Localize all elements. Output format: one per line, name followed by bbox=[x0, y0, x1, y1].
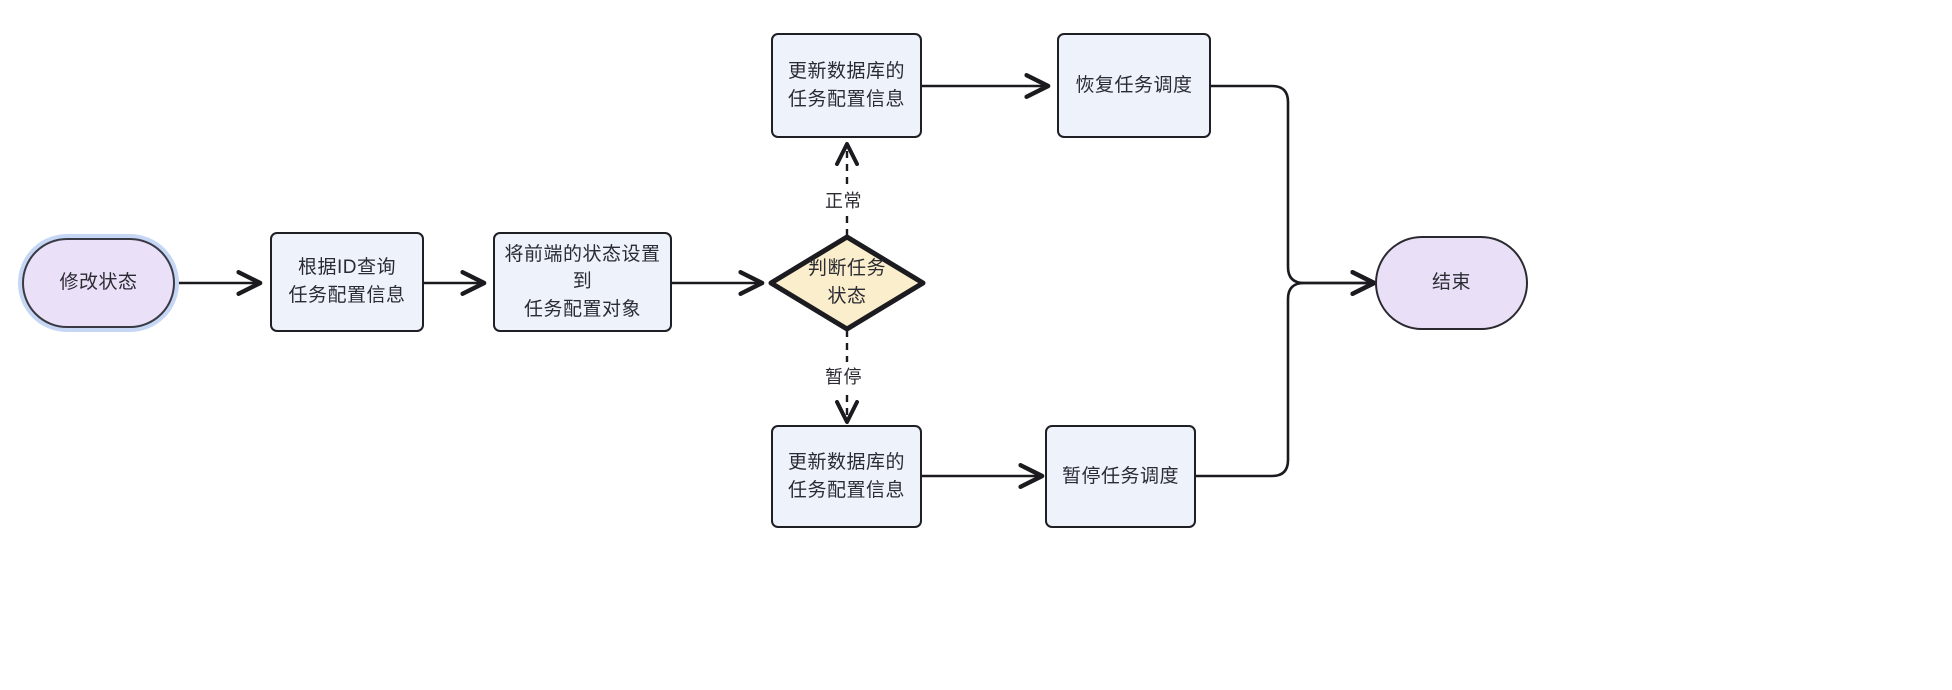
edge-label-normal-text: 正常 bbox=[825, 191, 862, 211]
node-pause-schedule[interactable]: 暂停任务调度 bbox=[1045, 425, 1196, 528]
node-start-label: 修改状态 bbox=[59, 272, 138, 294]
edge-label-normal: 正常 bbox=[820, 186, 867, 214]
node-query-task-config-label: 根据ID查询 任务配置信息 bbox=[288, 257, 406, 306]
node-start[interactable]: 修改状态 bbox=[22, 238, 175, 328]
node-update-db-top-label: 更新数据库的 任务配置信息 bbox=[787, 60, 905, 110]
node-decide-task-state-label: 判断任务 状态 bbox=[807, 258, 886, 307]
edge-pause-to-end bbox=[1196, 270, 1377, 478]
edge-label-pause-text: 暂停 bbox=[825, 367, 862, 387]
node-pause-schedule-label: 暂停任务调度 bbox=[1061, 465, 1179, 487]
node-resume-schedule-label: 恢复任务调度 bbox=[1075, 74, 1193, 96]
node-decide-task-state[interactable]: 判断任务 状态 bbox=[768, 234, 926, 332]
edge-label-pause: 暂停 bbox=[820, 362, 867, 390]
node-query-task-config[interactable]: 根据ID查询 任务配置信息 bbox=[270, 232, 424, 332]
node-end-label: 结束 bbox=[1431, 272, 1471, 294]
node-update-db-bottom-label: 更新数据库的 任务配置信息 bbox=[787, 451, 905, 501]
node-set-state-label: 将前端的状态设置到 任务配置对象 bbox=[504, 243, 661, 320]
node-update-db-bottom[interactable]: 更新数据库的 任务配置信息 bbox=[771, 425, 922, 528]
edge-resume-to-end bbox=[1211, 84, 1377, 296]
node-update-db-top[interactable]: 更新数据库的 任务配置信息 bbox=[771, 33, 922, 138]
node-resume-schedule[interactable]: 恢复任务调度 bbox=[1057, 33, 1211, 138]
node-set-state[interactable]: 将前端的状态设置到 任务配置对象 bbox=[493, 232, 672, 332]
node-end[interactable]: 结束 bbox=[1375, 236, 1528, 330]
decision-diamond-shape bbox=[768, 234, 926, 332]
